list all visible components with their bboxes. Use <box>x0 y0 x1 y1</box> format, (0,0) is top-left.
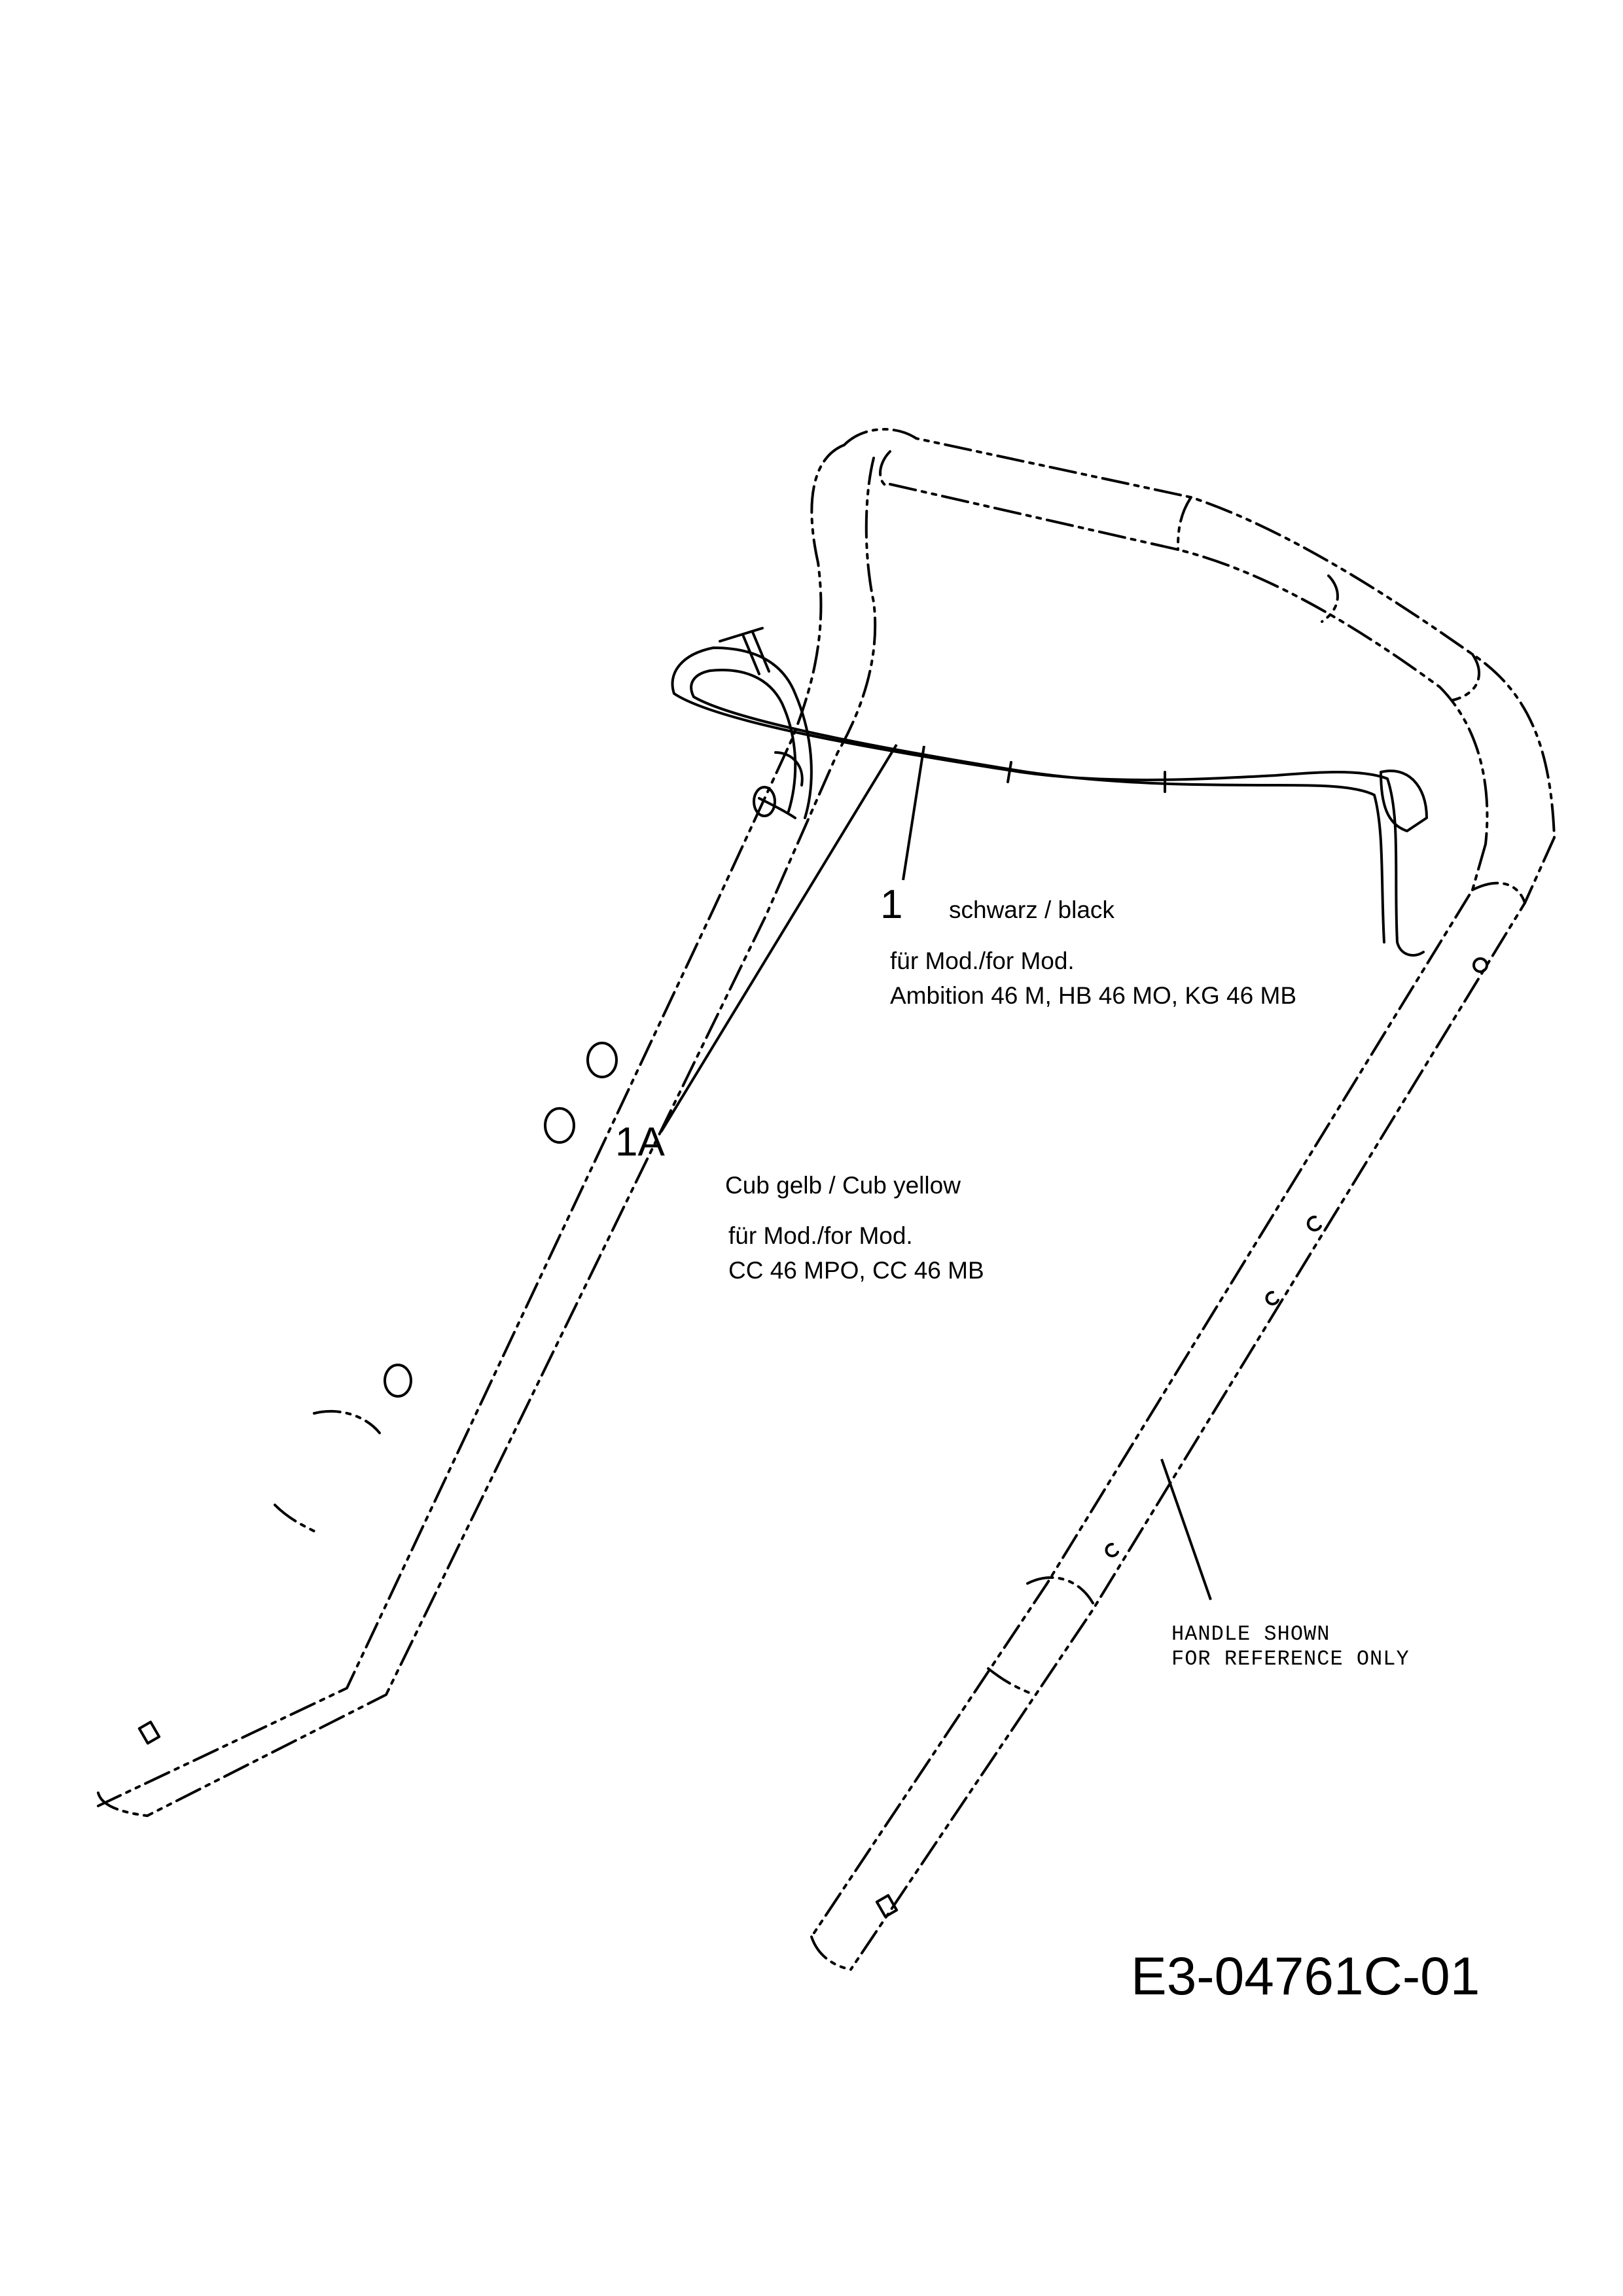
part-1A-models: CC 46 MPO, CC 46 MB <box>728 1257 984 1284</box>
left-tube-joint-2 <box>274 1504 315 1532</box>
bail-left-grip <box>719 627 770 675</box>
reference-note-line-2: FOR REFERENCE ONLY <box>1171 1647 1410 1671</box>
left-tube-inner-edge <box>146 457 877 1817</box>
hole-mark <box>1265 1291 1279 1305</box>
hole-mark <box>1306 1215 1322 1231</box>
bolt-mark <box>586 1042 618 1078</box>
crossbar-joint-2 <box>1177 496 1192 551</box>
bolt-mark <box>383 1364 412 1398</box>
latch-mark <box>137 1720 161 1745</box>
reference-handle <box>97 428 1556 1971</box>
right-tube-outer-edge <box>849 836 1556 1971</box>
bail-segment-mark <box>1007 761 1012 783</box>
right-tube-joint-2 <box>987 1667 1035 1696</box>
callout-number-1: 1 <box>880 882 903 927</box>
bail-left-clip <box>758 751 804 819</box>
bail-right-clip <box>1380 769 1428 832</box>
control-bail <box>671 627 1428 957</box>
part-1A-models-label: für Mod./for Mod. <box>728 1222 913 1249</box>
bolt-mark <box>544 1107 575 1144</box>
leader-line-callout-1A <box>660 743 898 1133</box>
hole-mark <box>1472 957 1488 973</box>
right-tube-inner-edge <box>810 843 1487 1938</box>
reference-hardware <box>137 786 1488 1918</box>
bail-inner-edge <box>690 669 1385 944</box>
part-1-models-label: für Mod./for Mod. <box>890 947 1075 974</box>
right-tube-top-joint <box>1471 881 1526 904</box>
leader-line-reference-note <box>1160 1458 1212 1600</box>
left-tube-end <box>97 1792 149 1817</box>
hole-mark <box>1105 1543 1119 1557</box>
callout-number-1A: 1A <box>615 1120 665 1165</box>
crossbar-joint-4 <box>1452 653 1480 701</box>
latch-mark <box>875 1894 899 1918</box>
right-tube-joint-1 <box>1026 1576 1094 1604</box>
part-1A-color: Cub gelb / Cub yellow <box>725 1172 961 1199</box>
crossbar-joint-3 <box>1321 574 1339 623</box>
crossbar-top-edge <box>843 428 1556 839</box>
drawing-number: E3-04761C-01 <box>1131 1947 1480 2006</box>
part-1-color: schwarz / black <box>949 896 1115 923</box>
leader-line-callout-1 <box>902 745 925 881</box>
crossbar-bottom-edge <box>889 483 1489 845</box>
bolt-mark <box>753 786 776 817</box>
right-tube-end <box>810 1935 852 1971</box>
part-1-models: Ambition 46 M, HB 46 MO, KG 46 MB <box>890 982 1296 1009</box>
crossbar-joint-1 <box>879 450 891 489</box>
left-tube-joint-1 <box>313 1409 381 1434</box>
reference-note-line-1: HANDLE SHOWN <box>1171 1622 1330 1646</box>
